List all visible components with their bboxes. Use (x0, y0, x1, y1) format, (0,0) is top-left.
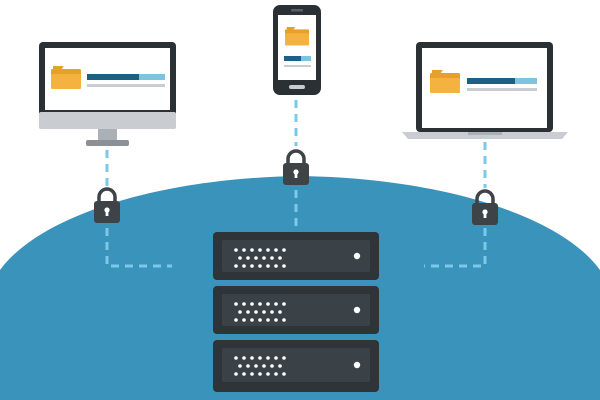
progress-bar (87, 74, 165, 87)
server-rack-icon (213, 232, 379, 392)
padlock-icon-laptop (470, 189, 500, 227)
laptop-icon (402, 42, 568, 139)
padlock-icon-desktop (92, 187, 122, 225)
desktop-monitor-icon (39, 42, 176, 146)
smartphone-icon (273, 5, 321, 95)
server-unit-3 (213, 340, 379, 392)
server-unit-1 (213, 232, 379, 280)
server-unit-2 (213, 286, 379, 334)
folder-icon (51, 66, 81, 89)
progress-bar (467, 78, 537, 91)
padlock-icon-phone (281, 149, 311, 187)
folder-icon (430, 70, 460, 93)
progress-bar (284, 56, 311, 67)
connection-lines (105, 100, 487, 268)
folder-icon (285, 27, 309, 46)
